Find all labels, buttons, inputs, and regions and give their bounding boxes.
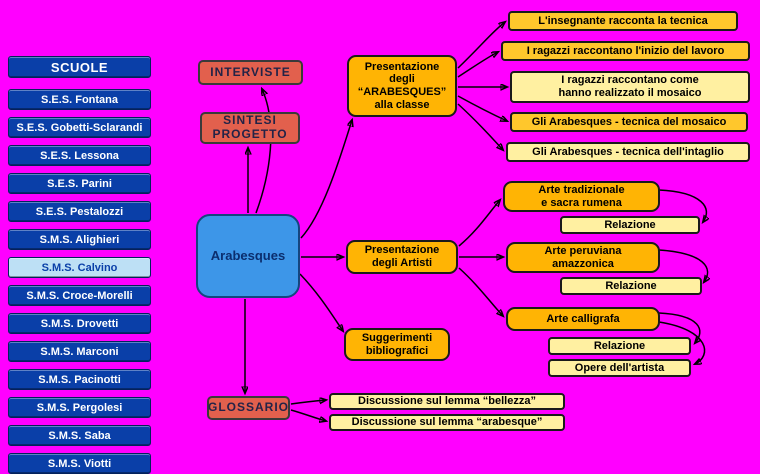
sidebar-item-alighieri[interactable]: S.M.S. Alighieri [8, 229, 151, 250]
arrow-center-interviste [255, 89, 272, 214]
sidebar-item-drovetti[interactable]: S.M.S. Drovetti [8, 313, 151, 334]
node-arte-calligrafa[interactable]: Arte calligrafa [506, 307, 660, 331]
node-arabesques[interactable]: Arabesques [196, 214, 300, 298]
node-discussione-arabesque[interactable]: Discussione sul lemma “arabesque” [329, 414, 565, 431]
schools-sidebar: SCUOLE S.E.S. Fontana S.E.S. Gobetti-Scl… [8, 56, 151, 474]
sidebar-item-fontana[interactable]: S.E.S. Fontana [8, 89, 151, 110]
arrow-glossario-disc-0 [290, 400, 326, 404]
sidebar-item-parini[interactable]: S.E.S. Parini [8, 173, 151, 194]
sidebar-item-pestalozzi[interactable]: S.E.S. Pestalozzi [8, 201, 151, 222]
node-relazione-calligrafa[interactable]: Relazione [548, 337, 691, 355]
node-arte-peruviana[interactable]: Arte peruviana amazzonica [506, 242, 660, 273]
arrow-presarab-tecnica-1 [457, 52, 498, 78]
sidebar-header-scuole: SCUOLE [8, 56, 151, 78]
sidebar-item-pergolesi[interactable]: S.M.S. Pergolesi [8, 397, 151, 418]
sidebar-item-lessona[interactable]: S.E.S. Lessona [8, 145, 151, 166]
arrow-arte1-relazione [658, 249, 708, 282]
node-arte-tradizionale[interactable]: Arte tradizionale e sacra rumena [503, 181, 660, 212]
arrow-presartisti-arte-0 [458, 200, 500, 247]
sidebar-item-calvino[interactable]: S.M.S. Calvino [8, 257, 151, 278]
node-sintesi-progetto[interactable]: SINTESI PROGETTO [200, 112, 300, 144]
node-relazione-tradizionale[interactable]: Relazione [560, 216, 700, 234]
arrow-presarab-tecnica-3 [457, 95, 507, 121]
sidebar-item-saba[interactable]: S.M.S. Saba [8, 425, 151, 446]
node-relazione-peruviana[interactable]: Relazione [560, 277, 702, 295]
node-tecnica-mosaico[interactable]: Gli Arabesques - tecnica del mosaico [510, 112, 748, 132]
node-interviste[interactable]: INTERVISTE [198, 60, 303, 85]
arrow-center-suggerimenti [299, 273, 343, 331]
node-presentazione-artisti[interactable]: Presentazione degli Artisti [346, 240, 458, 274]
node-discussione-bellezza[interactable]: Discussione sul lemma “bellezza” [329, 393, 565, 410]
arrow-arte2-relazione [658, 312, 700, 343]
sidebar-item-pacinotti[interactable]: S.M.S. Pacinotti [8, 369, 151, 390]
arrow-presartisti-arte-2 [458, 267, 503, 316]
node-tecnica-inizio-lavoro[interactable]: I ragazzi raccontano l'inizio del lavoro [501, 41, 750, 61]
sidebar-item-marconi[interactable]: S.M.S. Marconi [8, 341, 151, 362]
node-glossario[interactable]: GLOSSARIO [207, 396, 290, 420]
node-tecnica-insegnante[interactable]: L'insegnante racconta la tecnica [508, 11, 738, 31]
sidebar-item-croce-morelli[interactable]: S.M.S. Croce-Morelli [8, 285, 151, 306]
arrow-arte2-opere [658, 321, 706, 364]
node-opere-artista[interactable]: Opere dell'artista [548, 359, 691, 377]
arrow-presarab-tecnica-0 [457, 22, 505, 69]
connector-lines [0, 0, 760, 456]
sidebar-item-gobetti-sclarandi[interactable]: S.E.S. Gobetti-Sclarandi [8, 117, 151, 138]
sidebar-item-viotti[interactable]: S.M.S. Viotti [8, 453, 151, 474]
node-presentazione-arabesques[interactable]: Presentazione degli “ARABESQUES” alla cl… [347, 55, 457, 117]
node-suggerimenti-bibliografici[interactable]: Suggerimenti bibliografici [344, 328, 450, 361]
arrow-arte0-relazione [658, 189, 706, 222]
arrow-glossario-disc-1 [290, 409, 326, 421]
node-tecnica-realizzato-mosaico[interactable]: I ragazzi raccontano come hanno realizza… [510, 71, 750, 103]
arrow-presarab-tecnica-4 [457, 103, 503, 150]
node-tecnica-intaglio[interactable]: Gli Arabesques - tecnica dell'intaglio [506, 142, 750, 162]
arrow-center-pres-arabesques [300, 120, 352, 239]
